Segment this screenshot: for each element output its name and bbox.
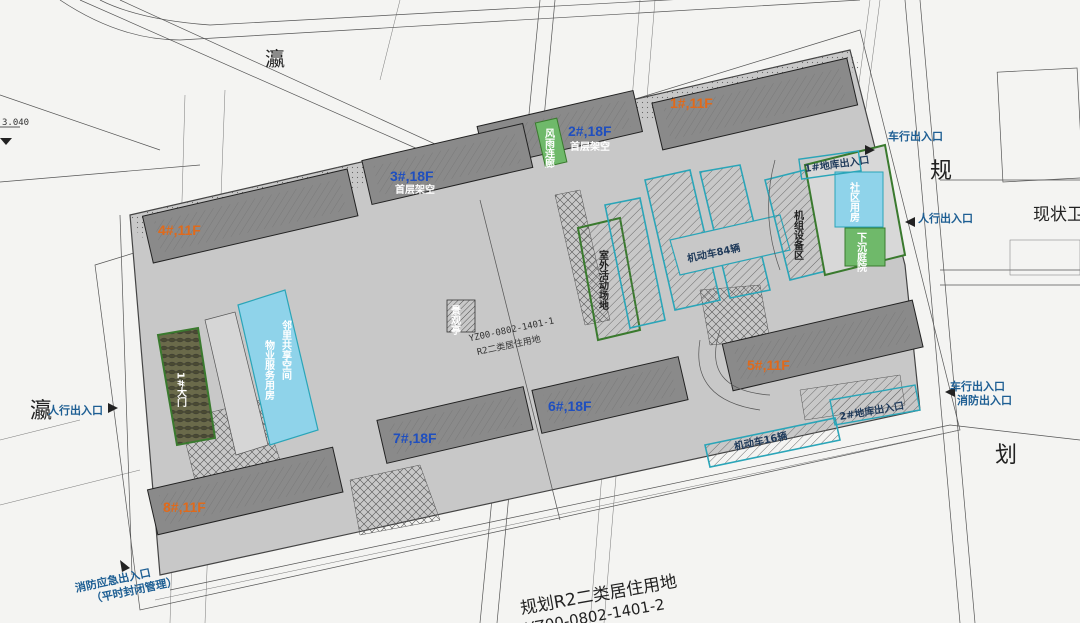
building-label-7: 7#,18F — [393, 430, 437, 446]
building-4 — [141, 168, 359, 264]
building-label-1: 1#,11F — [670, 95, 713, 111]
breezeway-label: 风雨连廊 — [543, 128, 555, 169]
sunken-court — [844, 227, 886, 267]
facility-shapes — [156, 117, 921, 521]
building-6 — [531, 356, 689, 434]
property-label: 物业服务用房 — [263, 339, 276, 401]
equipment-label: 机组设备区 — [792, 209, 805, 260]
outdoor-label: 室外活动场地 — [597, 249, 610, 310]
building-label-3: 3#,18F — [390, 168, 434, 184]
svg-text:人行出入口: 人行出入口 — [918, 211, 973, 225]
elevation-marker: 3.040 — [0, 118, 29, 145]
road-labels: 瀛 瀛 规 划 现状卫 — [30, 47, 1080, 468]
svg-text:车行出入口: 车行出入口 — [888, 129, 943, 143]
building-label-6: 6#,18F — [548, 398, 592, 414]
property2-label: 邻里共享空间 — [280, 319, 292, 381]
vent-label-3: 首层架空 — [395, 183, 435, 196]
existing-label: 现状卫 — [1033, 205, 1080, 225]
road-label-left: 瀛 — [30, 399, 52, 424]
building-8 — [146, 446, 344, 536]
road-label-top: 瀛 — [265, 47, 285, 71]
ped-entrance-left: 人行出入口 — [48, 403, 118, 417]
building-labels: 1#,11F 2#,18F 3#,18F 4#,11F 5#,11F 6#,18… — [158, 95, 790, 515]
community-label: 社区用房 — [848, 181, 861, 223]
road-label-right-top: 规 — [930, 159, 952, 184]
building-label-8: 8#,11F — [163, 499, 206, 515]
property-building-shape — [237, 289, 319, 446]
vent-label-2: 首层架空 — [570, 140, 610, 153]
pavilion-label: 景观亭 — [449, 305, 461, 336]
parking-84-shape — [604, 197, 666, 329]
building-label-2: 2#,18F — [568, 123, 612, 139]
building-label-4: 4#,11F — [158, 222, 201, 238]
svg-text:车行出入口: 车行出入口 — [950, 379, 1005, 393]
building-3 — [361, 122, 534, 206]
gate-label: 1#大门 — [175, 372, 187, 408]
community-room — [834, 171, 884, 228]
pavilion-shape — [446, 299, 476, 333]
svg-text:3.040: 3.040 — [2, 118, 29, 128]
car-entrance-top: 车行出入口 — [865, 129, 943, 155]
breezeway-shape — [534, 117, 568, 168]
sunken-label: 下沉庭院 — [855, 232, 867, 273]
gate-shape — [156, 326, 217, 447]
svg-text:消防出入口: 消防出入口 — [957, 393, 1012, 407]
svg-text:人行出入口: 人行出入口 — [48, 403, 103, 417]
building-1 — [651, 57, 859, 151]
parking-16-shape — [704, 417, 841, 468]
car-entrance-right: 车行出入口 消防出入口 — [945, 379, 1012, 407]
site-label-bottom: 规划R2二类居住用地 YZ00-0802-1401-2 — [519, 572, 679, 623]
building-7 — [376, 386, 534, 464]
building-label-5: 5#,11F — [747, 357, 790, 373]
road-label-right-bottom: 划 — [995, 443, 1017, 468]
building-5 — [721, 299, 924, 392]
ped-entrance-right: 人行出入口 — [905, 211, 973, 227]
